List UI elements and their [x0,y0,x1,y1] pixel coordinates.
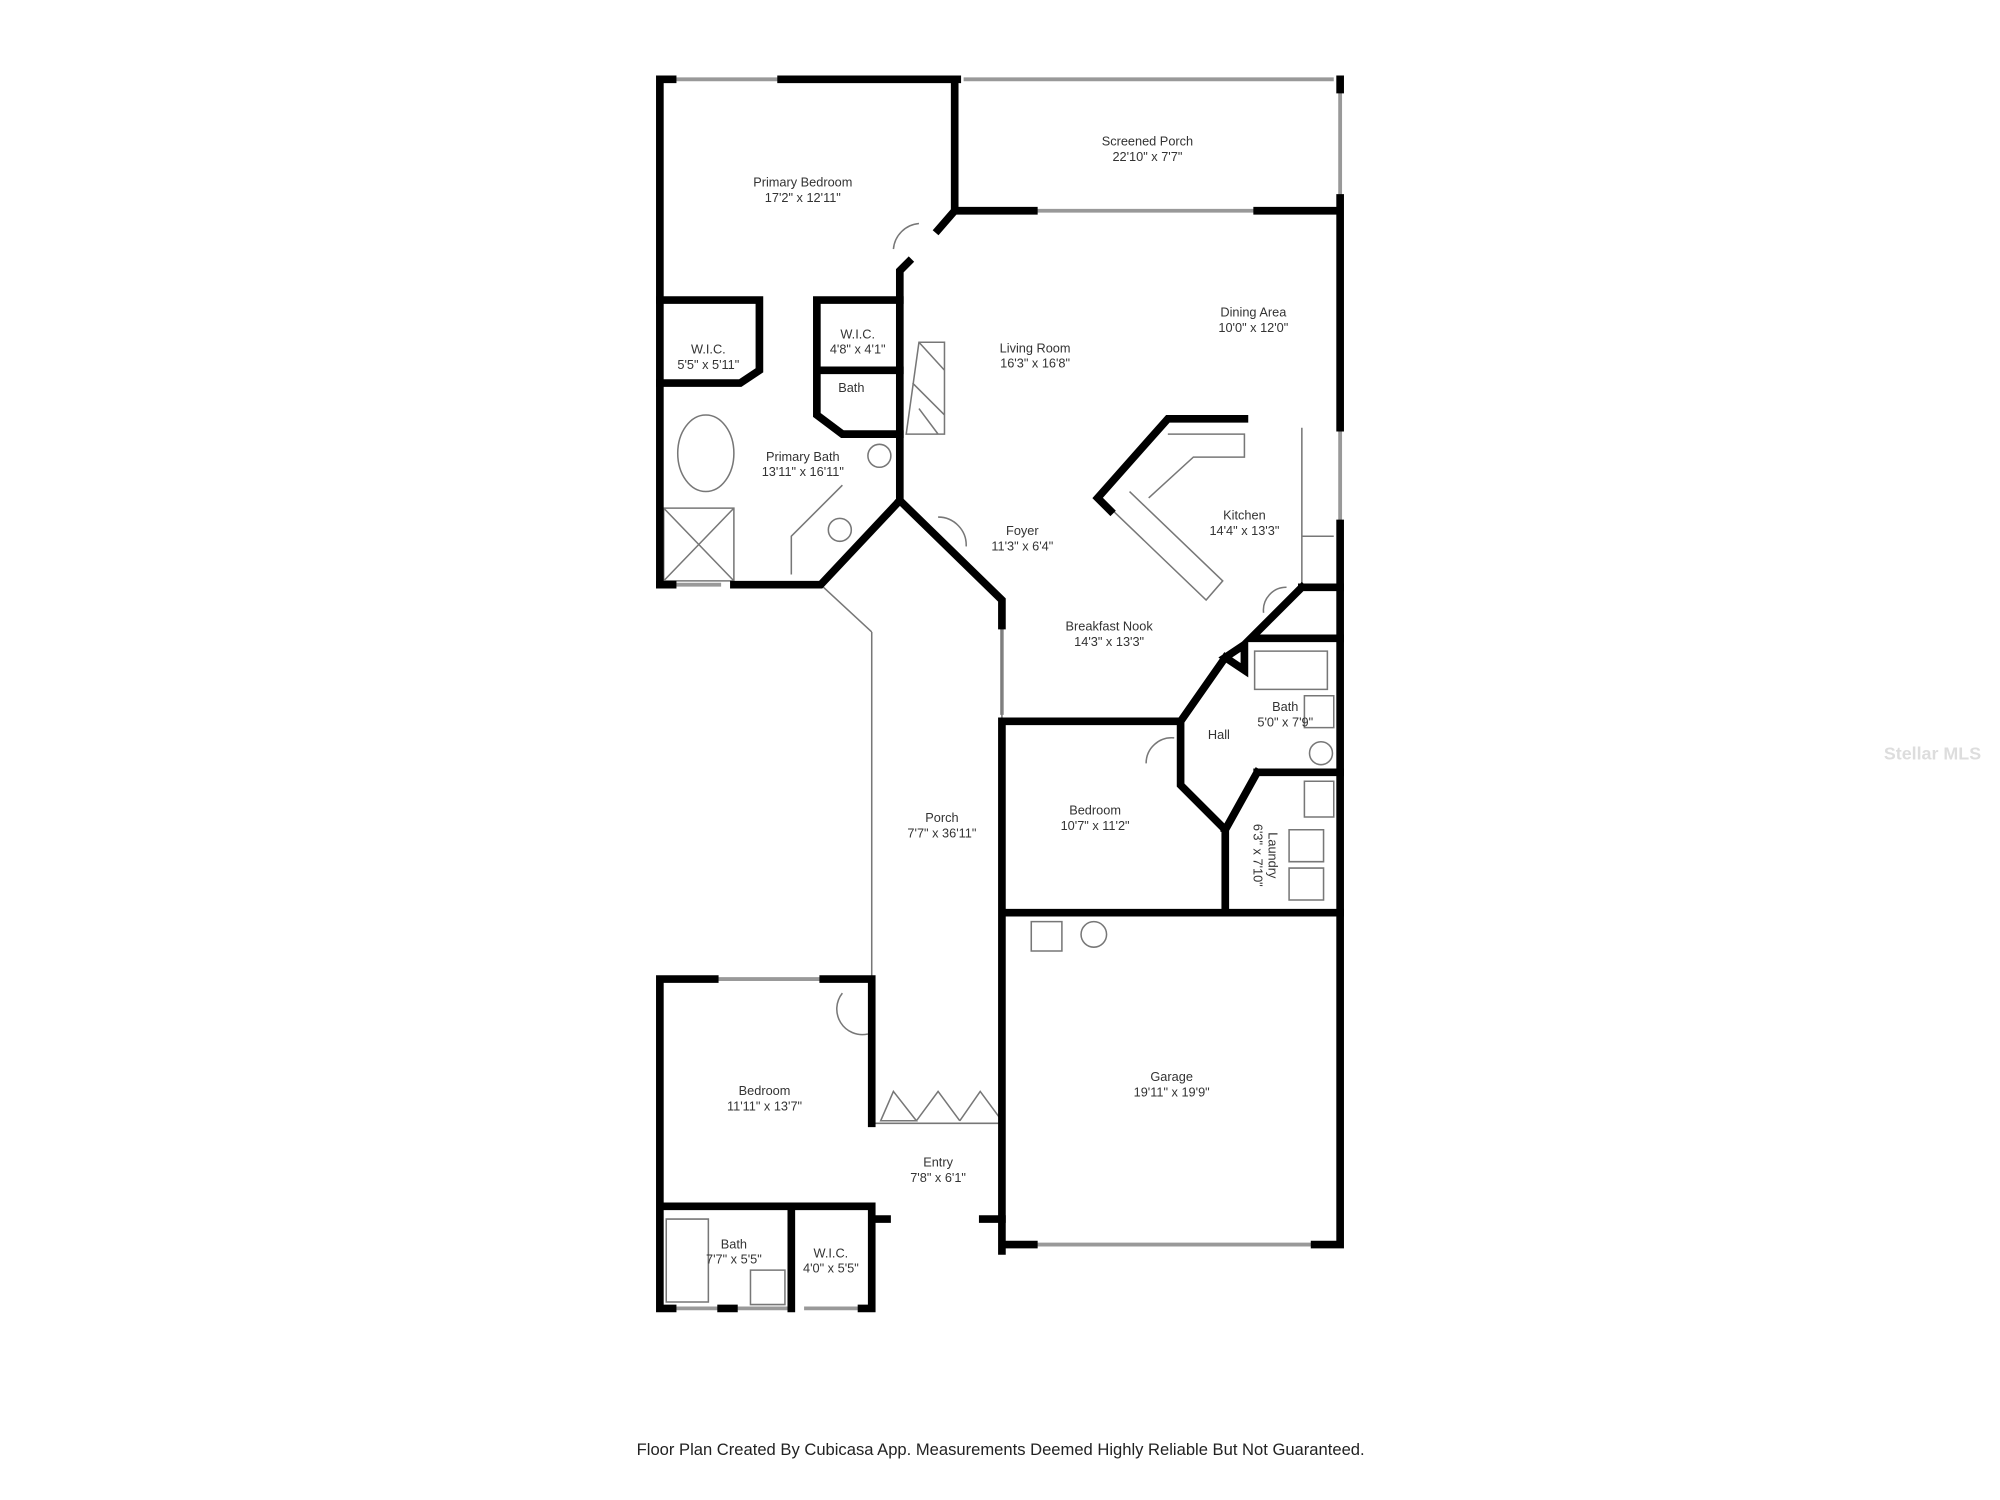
room-primary-bath: Primary Bath [766,449,840,464]
watermark: Stellar MLS [1884,744,1981,764]
room-dim: 17'2" x 12'11" [765,190,841,205]
room-wic-lower: W.I.C. [814,1245,849,1260]
footer-disclaimer: Floor Plan Created By Cubicasa App. Meas… [637,1440,1365,1459]
room-entry: Entry [923,1155,953,1170]
room-dim: 4'8" x 4'1" [830,342,886,357]
room-foyer: Foyer [1006,523,1039,538]
room-bath-small: Bath [838,380,864,395]
room-dim: 13'11" x 16'11" [762,464,844,479]
room-laundry: Laundry [1266,832,1281,879]
room-dim: 7'8" x 6'1" [910,1170,966,1185]
room-bath-lower: Bath [721,1236,747,1251]
walls [656,75,1344,1313]
room-kitchen: Kitchen [1223,508,1266,523]
room-dim: 14'3" x 13'3" [1074,634,1144,649]
room-dim: 11'11" x 13'7" [727,1099,802,1114]
room-dim: 14'4" x 13'3" [1209,523,1279,538]
room-dim: 10'0" x 12'0" [1218,320,1288,335]
room-dining-area: Dining Area [1220,305,1287,320]
room-dim: 16'3" x 16'8" [1000,356,1070,371]
room-wic-2: W.I.C. [840,326,875,341]
room-living-room: Living Room [1000,340,1071,355]
room-dim: 11'3" x 6'4" [991,538,1053,553]
room-dim: 10'7" x 11'2" [1061,818,1130,833]
room-garage: Garage [1150,1069,1193,1084]
room-dim: 4'0" x 5'5" [803,1261,859,1276]
thin-lines [662,222,1335,1306]
room-dim: 6'3" x 7'10" [1250,824,1265,887]
room-labels: Primary Bedroom 17'2" x 12'11" Screened … [677,134,1313,1276]
room-dim: 5'0" x 7'9" [1257,714,1313,729]
room-hall: Hall [1208,727,1230,742]
room-porch: Porch [925,810,958,825]
room-dim: 5'5" x 5'11" [677,357,739,372]
room-bath-hall: Bath [1272,699,1298,714]
room-bedroom-2: Bedroom [739,1083,791,1098]
room-dim: 22'10" x 7'7" [1112,149,1182,164]
room-dim: 7'7" x 5'5" [706,1252,762,1267]
room-dim: 19'11" x 19'9" [1134,1085,1210,1100]
room-breakfast-nook: Breakfast Nook [1066,619,1154,634]
room-bedroom-1: Bedroom [1069,802,1121,817]
room-dim: 7'7" x 36'11" [907,825,976,840]
room-screened-porch: Screened Porch [1102,134,1193,149]
room-wic-1: W.I.C. [691,342,726,357]
room-primary-bedroom: Primary Bedroom [753,175,852,190]
